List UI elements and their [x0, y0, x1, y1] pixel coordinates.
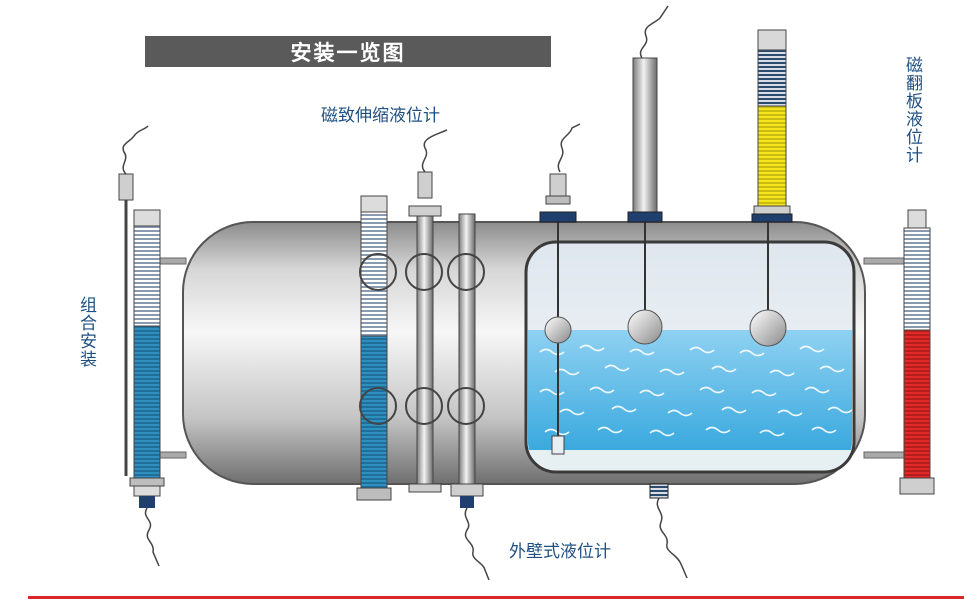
magnetic-flap-gauge	[863, 209, 935, 495]
liquid	[528, 330, 852, 450]
side-flange-holes	[359, 253, 485, 425]
float-probe-2	[627, 222, 663, 345]
magnetostrictive-gauge	[356, 195, 392, 501]
bypass-chamber-1	[408, 129, 448, 493]
external-wall-sensor	[649, 483, 688, 579]
top-magnetic-column	[751, 29, 793, 223]
bottom-sediment	[528, 450, 852, 470]
label-external-wall: 外壁式液位计	[509, 542, 611, 562]
combined-install-gauge	[118, 125, 187, 567]
top-transmitter	[539, 123, 581, 223]
label-magnetostrictive: 磁致伸缩液位计	[321, 106, 440, 126]
bottom-accent-line	[28, 596, 964, 599]
liquid-waves	[539, 344, 852, 437]
float-probe-3	[749, 222, 787, 347]
top-guided-pipe	[627, 5, 669, 223]
label-magnetic-flap: 磁翻板液位计	[902, 56, 922, 164]
bypass-chamber-2	[450, 213, 490, 581]
label-combined-install: 组合安装	[76, 296, 96, 368]
float-probe-1	[544, 222, 572, 455]
diagram-title: 安装一览图	[145, 36, 551, 67]
